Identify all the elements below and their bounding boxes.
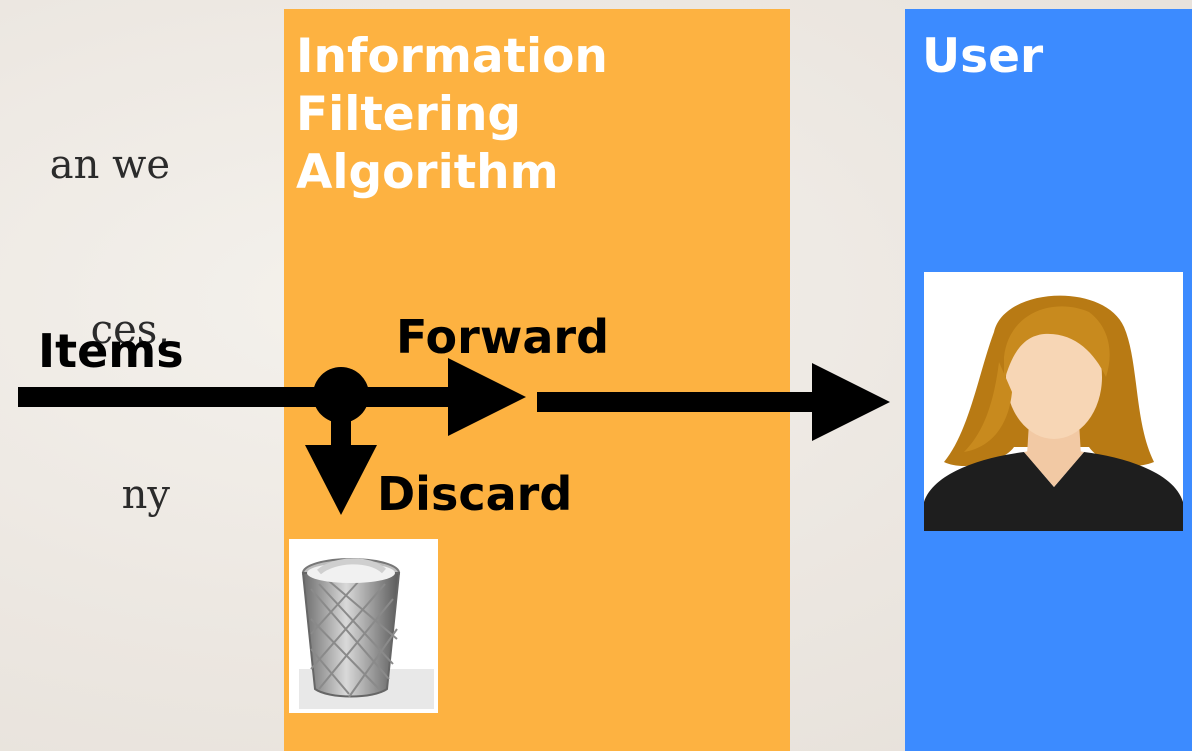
forward-arrowhead <box>448 358 526 436</box>
user-avatar <box>924 272 1183 531</box>
forward-label: Forward <box>396 310 609 364</box>
filter-title-line: Algorithm <box>296 145 559 200</box>
user-box-title: User <box>922 29 1044 84</box>
trash-bin <box>289 539 438 713</box>
to-user-arrowhead <box>812 363 890 441</box>
items-label: Items <box>38 324 184 378</box>
filter-box-title: Information Filtering Algorithm <box>296 28 766 202</box>
discard-arrowhead <box>305 445 377 515</box>
intro-line: an we <box>49 142 170 188</box>
woman-avatar-icon <box>924 295 1183 531</box>
intro-text: an we ces, ny <box>0 28 170 578</box>
filter-title-line: Information <box>296 29 608 84</box>
intro-line: ny <box>121 472 170 518</box>
wastebasket-icon <box>289 539 438 713</box>
filter-title-line: Filtering <box>296 87 522 142</box>
discard-label: Discard <box>377 467 573 521</box>
intro-line: ces, <box>90 307 170 353</box>
